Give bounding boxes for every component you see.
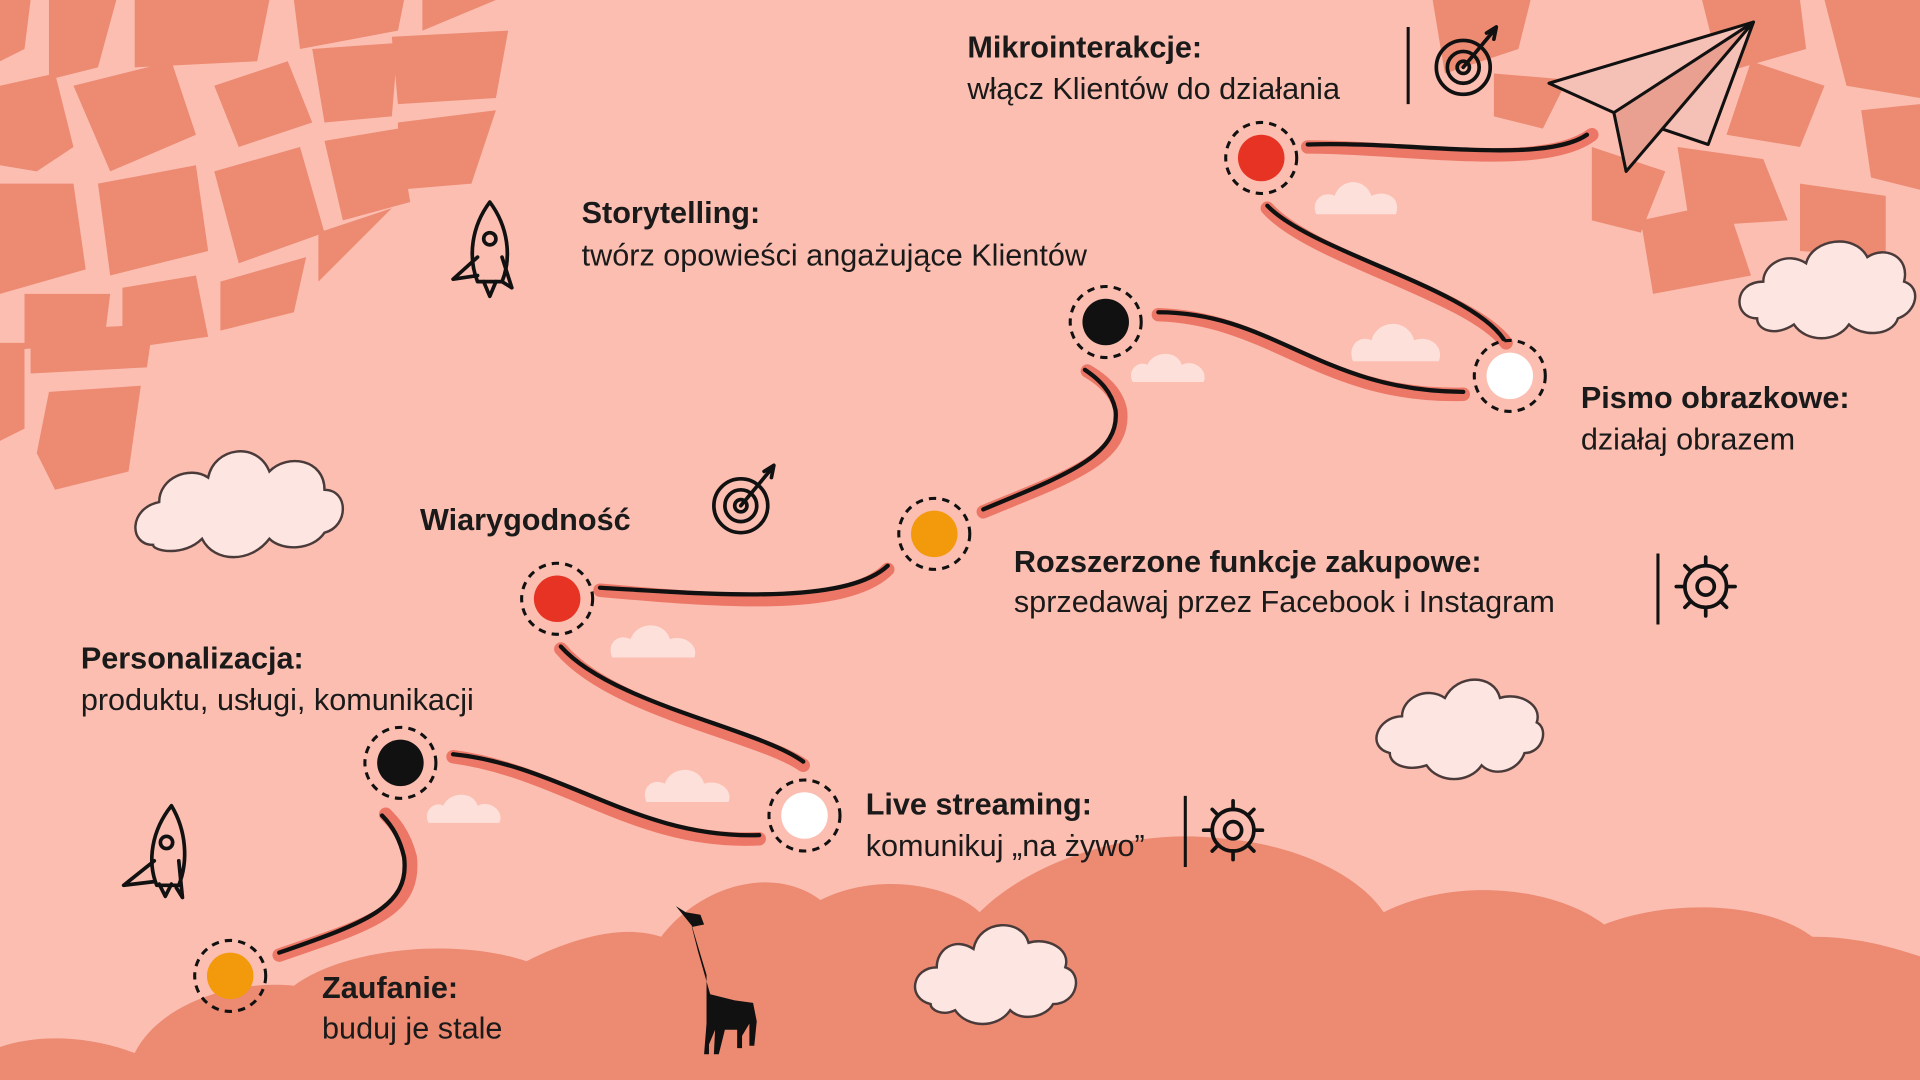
node-dot: [1082, 298, 1129, 346]
roadmap-path: [272, 127, 1599, 962]
node-pismo-obrazkowe: [1472, 338, 1547, 413]
step-subtitle: komunikuj „na żywo”: [866, 829, 1145, 863]
gear-icon: [1674, 555, 1737, 618]
step-title: Wiarygodność: [420, 503, 631, 537]
node-dot: [533, 575, 581, 623]
node-rozszerzone: [897, 496, 972, 571]
cloud-large-right-mid: [1375, 678, 1545, 781]
step-subtitle: produktu, usługi, komunikacji: [81, 683, 474, 717]
node-zaufanie: [193, 938, 268, 1013]
node-wiarygodnosc: [520, 561, 595, 636]
cloud-large-left: [134, 450, 345, 559]
paper-plane-icon: [1547, 20, 1756, 173]
node-storytelling: [1068, 285, 1143, 360]
step-title: Storytelling:: [582, 196, 761, 230]
rocket-icon: [451, 200, 514, 299]
step-subtitle: włącz Klientów do działania: [966, 72, 1341, 106]
target-icon: [712, 463, 776, 535]
giraffe-pattern-top-left: [0, 0, 509, 490]
node-dot: [1237, 134, 1285, 182]
node-dot: [1486, 352, 1534, 400]
node-mikrointerakcje: [1224, 120, 1299, 195]
step-subtitle: sprzedawaj przez Facebook i Instagram: [1014, 585, 1555, 619]
target-icon: [1434, 25, 1499, 97]
giraffe-icon: [675, 906, 757, 1055]
giraffe-pattern-top-right: [1432, 0, 1920, 294]
node-dot: [781, 792, 828, 839]
step-subtitle: buduj je stale: [322, 1011, 502, 1045]
step-title: Personalizacja:: [81, 642, 304, 676]
node-dot: [206, 952, 254, 1000]
step-title: Mikrointerakcje:: [967, 31, 1202, 65]
cloud-large-right-top: [1738, 240, 1917, 340]
node-dot: [377, 739, 424, 787]
cloud-large-bottom: [913, 924, 1078, 1026]
step-subtitle: twórz opowieści angażujące Klientów: [582, 239, 1088, 273]
step-title: Zaufanie:: [322, 971, 458, 1005]
small-clouds: [426, 182, 1441, 823]
node-dot: [911, 510, 958, 558]
node-live-streaming: [767, 778, 842, 853]
step-title: Rozszerzone funkcje zakupowe:: [1014, 545, 1482, 579]
rocket-icon: [121, 803, 187, 900]
gear-icon: [1201, 798, 1265, 862]
step-title: Live streaming:: [866, 787, 1092, 821]
node-personalizacja: [363, 725, 438, 800]
step-subtitle: działaj obrazem: [1581, 422, 1795, 456]
step-title: Pismo obrazkowe:: [1581, 381, 1850, 415]
